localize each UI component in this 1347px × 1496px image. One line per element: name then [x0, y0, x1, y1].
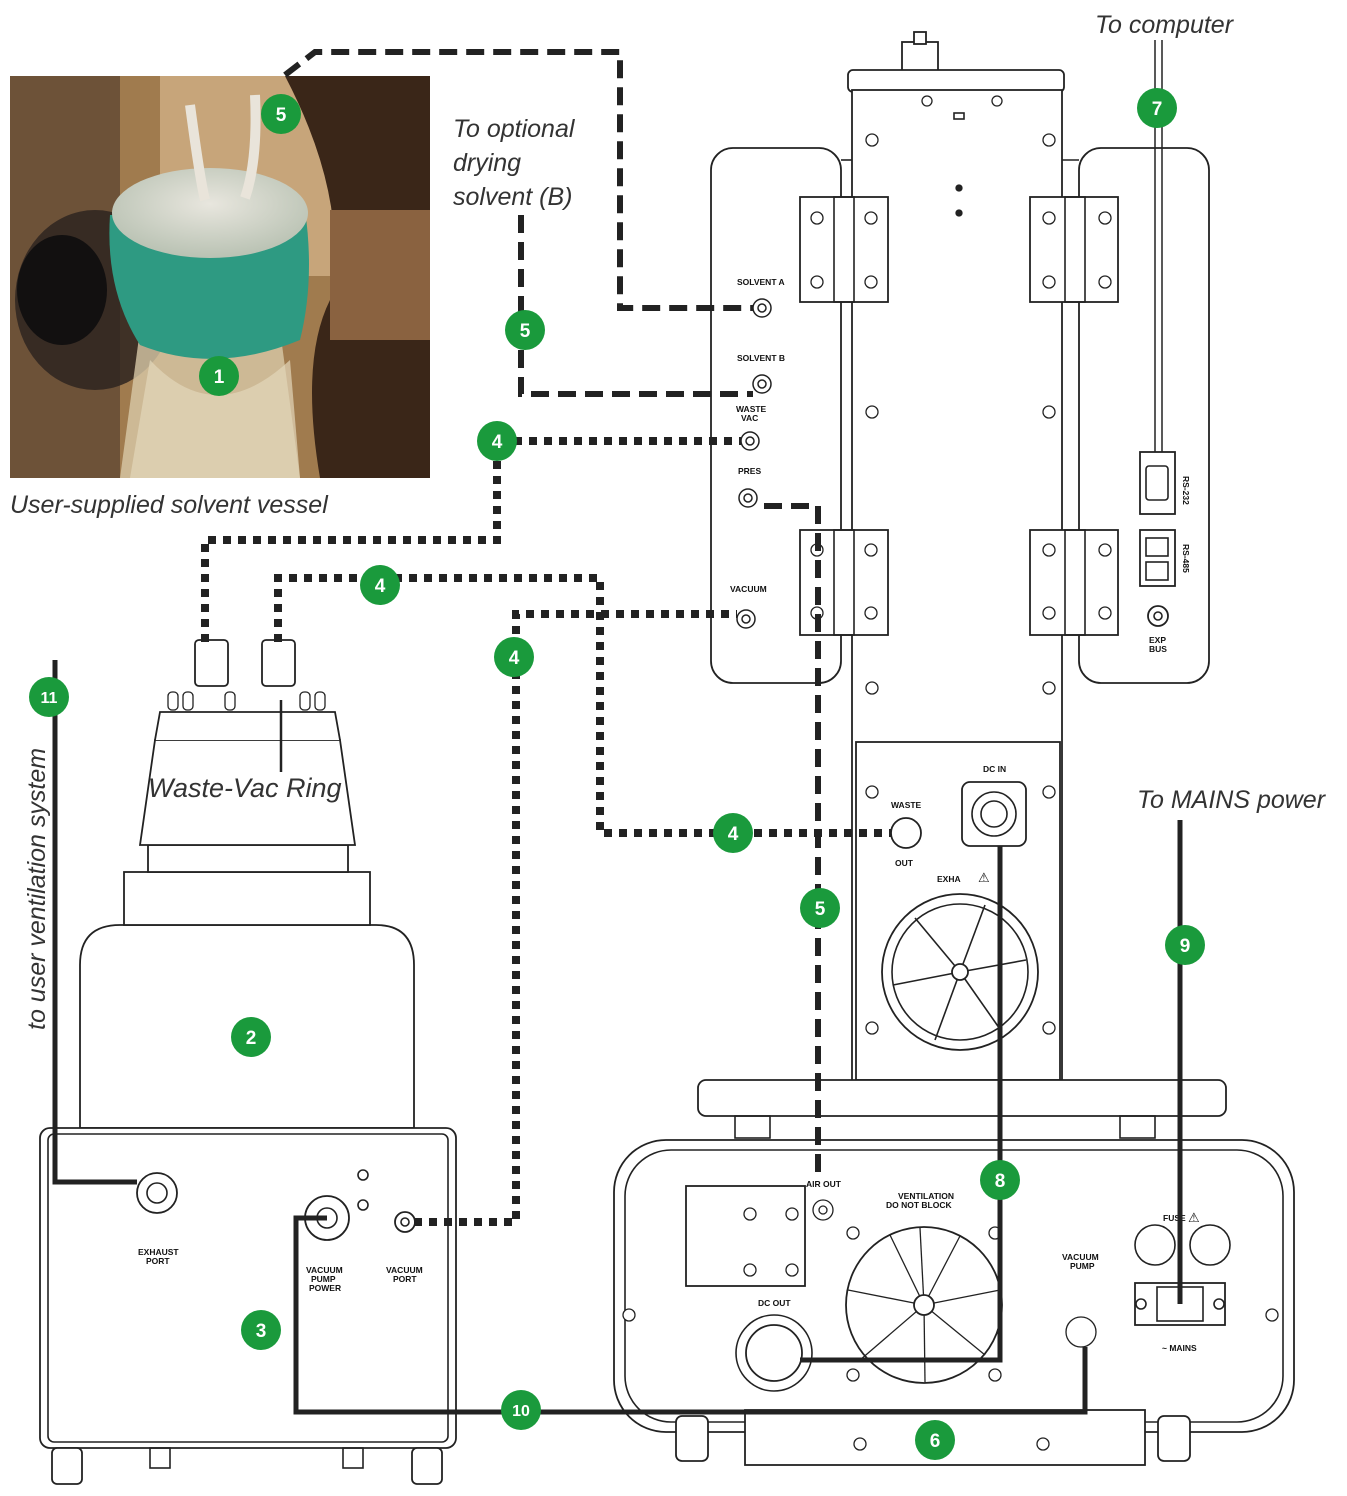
warning-icon: ⚠ — [978, 871, 990, 886]
label-vacuum-pump-power-3: POWER — [309, 1283, 341, 1293]
label-optional-solvent-1: To optional — [453, 115, 576, 143]
label-rs232: RS-232 — [1181, 476, 1191, 505]
label-user-vessel: User-supplied solvent vessel — [10, 491, 329, 519]
cables-solid — [52, 660, 1183, 1415]
svg-text:6: 6 — [930, 1431, 941, 1452]
callout-2: 2 — [231, 1017, 271, 1057]
label-exhaust: EXHA — [937, 874, 961, 884]
svg-text:2: 2 — [246, 1028, 257, 1049]
label-to-mains: To MAINS power — [1137, 786, 1327, 814]
svg-text:4: 4 — [509, 648, 520, 669]
callout-4-d: 4 — [713, 813, 753, 853]
label-vacuum-pump-power-2: PUMP — [311, 1274, 336, 1284]
svg-text:10: 10 — [512, 1403, 530, 1420]
label-fuse: FUSE — [1163, 1213, 1186, 1223]
label-dc-in: DC IN — [983, 764, 1006, 774]
svg-text:1: 1 — [214, 367, 225, 388]
label-waste-out-1: WASTE — [891, 800, 922, 810]
svg-text:8: 8 — [995, 1171, 1006, 1192]
callout-7: 7 — [1137, 88, 1177, 128]
label-dc-out: DC OUT — [758, 1298, 791, 1308]
label-ventilation-system: to user ventilation system — [23, 748, 51, 1030]
label-mains: ~ MAINS — [1162, 1343, 1197, 1353]
solvent-vessel-photo — [10, 76, 430, 478]
tower-screws — [810, 95, 1112, 1035]
callout-4-c: 4 — [494, 637, 534, 677]
instrument-tower: SOLVENT A SOLVENT B WASTE VAC PRES VACUU… — [697, 31, 1227, 1139]
tubing-dotted — [201, 437, 891, 1226]
label-vacuum: VACUUM — [730, 584, 767, 594]
label-waste-vac-2: VAC — [741, 413, 758, 423]
svg-text:3: 3 — [256, 1321, 267, 1342]
label-exhaust-port-2: PORT — [146, 1256, 170, 1266]
callout-3: 3 — [241, 1310, 281, 1350]
callout-10: 10 — [501, 1390, 541, 1430]
label-vacuum-pump-2: PUMP — [1070, 1261, 1095, 1271]
svg-text:4: 4 — [728, 824, 739, 845]
label-waste-out-2: OUT — [895, 858, 914, 868]
svg-text:4: 4 — [375, 576, 386, 597]
svg-text:5: 5 — [276, 105, 287, 126]
label-solvent-b: SOLVENT B — [737, 353, 785, 363]
label-ventilation-1: VENTILATION — [898, 1191, 954, 1201]
vacuum-pump-unit: EXHAUST PORT VACUUM PUMP POWER VACUUM PO… — [39, 639, 457, 1485]
fuse-warning-icon: ⚠ — [1188, 1211, 1200, 1226]
svg-text:9: 9 — [1180, 936, 1191, 957]
callout-4-a: 4 — [477, 421, 517, 461]
callout-4-b: 4 — [360, 565, 400, 605]
label-solvent-a: SOLVENT A — [737, 277, 785, 287]
callout-5-b: 5 — [505, 310, 545, 350]
label-vacuum-port-2: PORT — [393, 1274, 417, 1284]
label-air-out: AIR OUT — [806, 1179, 842, 1189]
tubing-dashed — [283, 49, 821, 1175]
tower-fittings — [736, 298, 772, 629]
callout-1: 1 — [199, 356, 239, 396]
callout-badges: 1 2 3 4 4 4 4 5 5 5 6 7 8 9 10 11 — [29, 88, 1205, 1460]
label-exhaust-port-1: EXHAUST — [138, 1247, 179, 1257]
callout-5-c: 5 — [800, 888, 840, 928]
label-vacuum-port-1: VACUUM — [386, 1265, 423, 1275]
svg-text:11: 11 — [41, 690, 58, 707]
label-waste-vac-ring: Waste-Vac Ring — [148, 773, 342, 803]
svg-text:5: 5 — [520, 321, 531, 342]
callout-11: 11 — [29, 677, 69, 717]
svg-text:4: 4 — [492, 432, 503, 453]
base-power-unit: AIR OUT VENTILATION DO NOT BLOCK DC OUT … — [613, 1139, 1295, 1466]
callout-8: 8 — [980, 1160, 1020, 1200]
label-vacuum-pump-1: VACUUM — [1062, 1252, 1099, 1262]
label-to-computer: To computer — [1095, 11, 1235, 39]
label-exp-bus-1: EXP — [1149, 635, 1166, 645]
label-exp-bus-2: BUS — [1149, 644, 1167, 654]
label-ventilation-2: DO NOT BLOCK — [886, 1200, 952, 1210]
svg-text:5: 5 — [815, 899, 826, 920]
label-optional-solvent-3: solvent (B) — [453, 183, 572, 211]
label-rs485: RS-485 — [1181, 544, 1191, 573]
callout-9: 9 — [1165, 925, 1205, 965]
communication-ports — [1139, 451, 1176, 627]
callout-6: 6 — [915, 1420, 955, 1460]
label-waste-vac-1: WASTE — [736, 404, 767, 414]
svg-text:7: 7 — [1152, 99, 1163, 120]
label-pres: PRES — [738, 466, 761, 476]
label-optional-solvent-2: drying — [453, 149, 521, 177]
callout-5-a: 5 — [261, 94, 301, 134]
label-vacuum-pump-power-1: VACUUM — [306, 1265, 343, 1275]
